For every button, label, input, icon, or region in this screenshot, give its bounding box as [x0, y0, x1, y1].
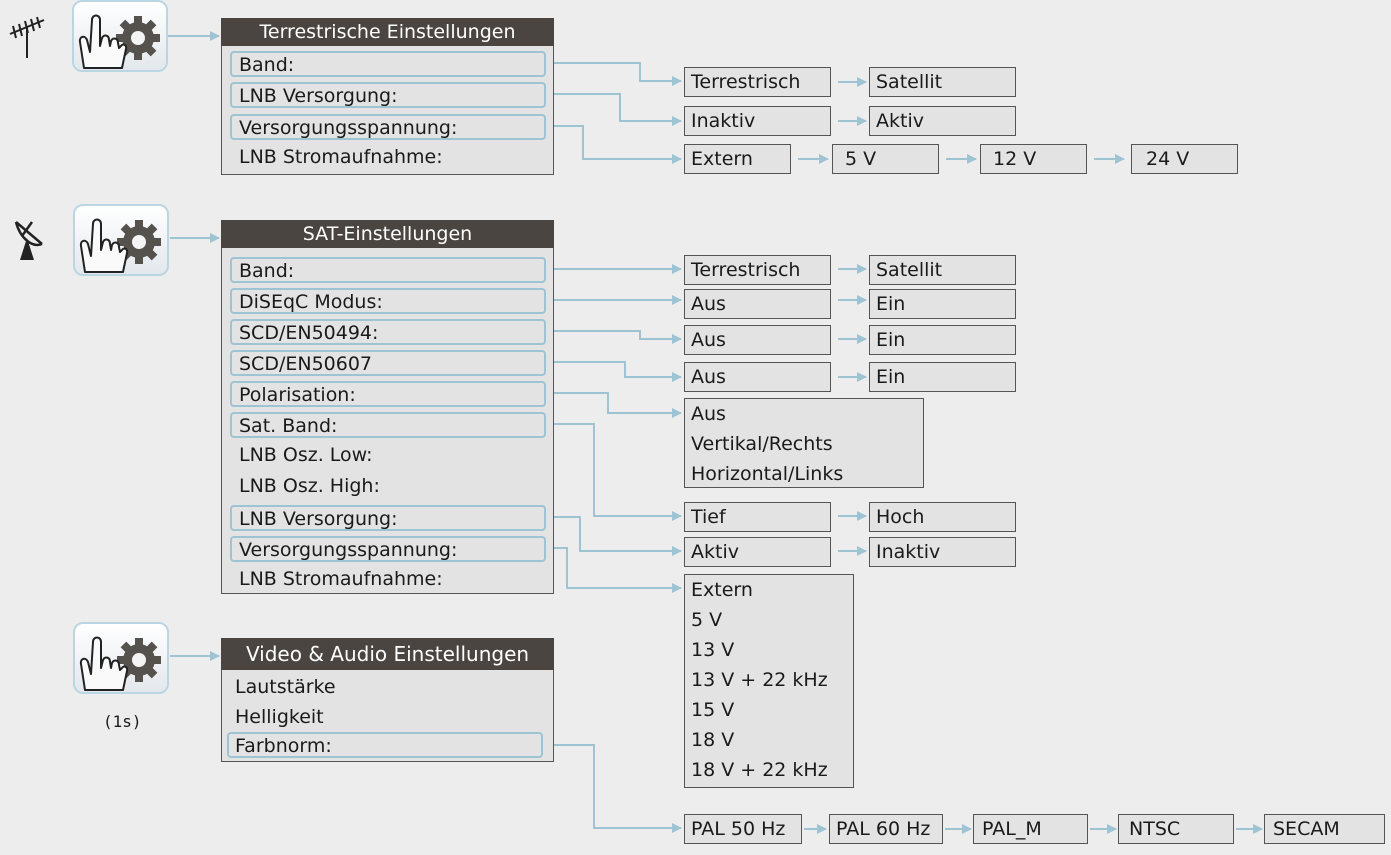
terr-item-lnb-supply[interactable]: LNB Versorgung:: [230, 82, 546, 108]
connector-sat-lnb: [546, 516, 682, 556]
terr-lnb-opt-aktiv[interactable]: Aktiv: [869, 106, 1016, 136]
sat-diseqc-opt-ein[interactable]: Ein: [869, 289, 1016, 319]
connector-terr-volt: [546, 125, 682, 164]
sat-diseqc-opt-aus[interactable]: Aus: [684, 289, 831, 319]
sat-item-lnb-supply[interactable]: LNB Versorgung:: [230, 505, 546, 531]
sat-item-lnb-osc-high: LNB Osz. High:: [239, 475, 380, 497]
sat-item-scd-en50494[interactable]: SCD/EN50494:: [230, 319, 546, 345]
sat-voltage-list: Extern 5 V 13 V 13 V + 22 kHz 15 V 18 V …: [684, 574, 854, 788]
norm-opt-secam[interactable]: SECAM: [1264, 814, 1385, 844]
terrestrial-menu: Terrestrische Einstellungen Band: LNB Ve…: [221, 18, 554, 175]
sat-volt-opt[interactable]: 18 V: [691, 729, 735, 751]
terr-volt-opt-24v[interactable]: 24 V: [1131, 144, 1238, 174]
sat-pol-opt-vertical[interactable]: Vertikal/Rechts: [691, 433, 833, 455]
terr-band-opt-satellit[interactable]: Satellit: [869, 67, 1016, 97]
sat-volt-opt[interactable]: 13 V: [691, 639, 735, 661]
antenna-icon: [9, 16, 45, 58]
terr-volt-opt-12v[interactable]: 12 V: [980, 144, 1087, 174]
video-audio-menu: Video & Audio Einstellungen Lautstärke H…: [221, 638, 554, 762]
hand-pointer-icon: [78, 14, 128, 69]
sat-lnb-opt-aktiv[interactable]: Aktiv: [684, 537, 831, 567]
sat-item-lnb-osc-low: LNB Osz. Low:: [239, 444, 373, 466]
video-item-volume[interactable]: Lautstärke: [235, 676, 336, 698]
sat-item-diseqc[interactable]: DiSEqC Modus:: [230, 288, 546, 314]
sat-satband-opt-hoch[interactable]: Hoch: [869, 502, 1016, 532]
sat-menu: SAT-Einstellungen Band: DiSEqC Modus: SC…: [221, 220, 554, 594]
sat-volt-opt[interactable]: 15 V: [691, 699, 735, 721]
terr-item-supply-voltage[interactable]: Versorgungsspannung:: [230, 114, 546, 140]
terrestrial-menu-title: Terrestrische Einstellungen: [221, 18, 554, 46]
sat-item-supply-voltage[interactable]: Versorgungsspannung:: [230, 536, 546, 562]
connector-sat-scd494: [546, 330, 682, 344]
terr-band-opt-terrestrisch[interactable]: Terrestrisch: [684, 67, 831, 97]
gear-icon: [79, 218, 161, 273]
satellite-dish-icon: [14, 221, 43, 260]
terr-volt-opt-extern[interactable]: Extern: [684, 144, 791, 174]
sat-menu-title: SAT-Einstellungen: [221, 220, 554, 248]
terr-volt-opt-5v[interactable]: 5 V: [832, 144, 939, 174]
terr-lnb-opt-inaktiv[interactable]: Inaktiv: [684, 106, 831, 136]
connector-sat-pol: [546, 392, 682, 418]
press-duration-note: (1s): [103, 712, 142, 731]
video-item-brightness[interactable]: Helligkeit: [235, 706, 324, 728]
norm-opt-pal60[interactable]: PAL 60 Hz: [829, 814, 943, 844]
video-item-color-norm[interactable]: Farbnorm:: [227, 732, 543, 758]
connector-video-norm: [546, 744, 682, 833]
terr-item-lnb-current: LNB Stromaufnahme:: [239, 146, 443, 168]
hand-pointer-icon: [79, 636, 129, 691]
sat-band-opt-satellit[interactable]: Satellit: [869, 255, 1016, 285]
terr-item-band[interactable]: Band:: [230, 51, 546, 77]
connector-terr-lnb: [546, 93, 682, 126]
connector-sat-satband: [546, 423, 682, 521]
sat-band-opt-terrestrisch[interactable]: Terrestrisch: [684, 255, 831, 285]
sat-scd607-opt-ein[interactable]: Ein: [869, 362, 1016, 392]
sat-lnb-opt-inaktiv[interactable]: Inaktiv: [869, 537, 1016, 567]
sat-volt-opt[interactable]: 13 V + 22 kHz: [691, 669, 828, 691]
sat-item-polarisation[interactable]: Polarisation:: [230, 381, 546, 407]
gear-icon: [79, 636, 161, 691]
sat-pol-opt-aus[interactable]: Aus: [691, 403, 726, 425]
sat-satband-opt-tief[interactable]: Tief: [684, 502, 831, 532]
sat-scd607-opt-aus[interactable]: Aus: [684, 362, 831, 392]
sat-scd494-opt-ein[interactable]: Ein: [869, 325, 1016, 355]
video-audio-menu-title: Video & Audio Einstellungen: [221, 638, 554, 670]
connector-sat-volt: [546, 547, 682, 593]
gear-icon: [78, 14, 160, 69]
connector-sat-scd607: [546, 361, 682, 382]
norm-opt-palm[interactable]: PAL_M: [973, 814, 1088, 844]
sat-polarisation-list: Aus Vertikal/Rechts Horizontal/Links: [684, 398, 924, 488]
norm-opt-pal50[interactable]: PAL 50 Hz: [684, 814, 802, 844]
sat-item-lnb-current: LNB Stromaufnahme:: [239, 568, 443, 590]
hand-pointer-icon: [79, 218, 129, 273]
sat-volt-opt[interactable]: Extern: [691, 579, 753, 601]
connector-terr-band: [546, 62, 682, 86]
norm-opt-ntsc[interactable]: NTSC: [1118, 814, 1234, 844]
sat-volt-opt[interactable]: 5 V: [691, 609, 723, 631]
settings-gear-button-terr[interactable]: [72, 0, 168, 72]
sat-scd494-opt-aus[interactable]: Aus: [684, 325, 831, 355]
sat-volt-opt[interactable]: 18 V + 22 kHz: [691, 759, 828, 781]
sat-item-band[interactable]: Band:: [230, 257, 546, 283]
sat-pol-opt-horizontal[interactable]: Horizontal/Links: [691, 463, 844, 485]
sat-item-scd-en50607[interactable]: SCD/EN50607: [230, 350, 546, 376]
sat-item-sat-band[interactable]: Sat. Band:: [230, 412, 546, 438]
settings-gear-button-video[interactable]: [73, 622, 169, 694]
settings-gear-button-sat[interactable]: [73, 204, 169, 276]
